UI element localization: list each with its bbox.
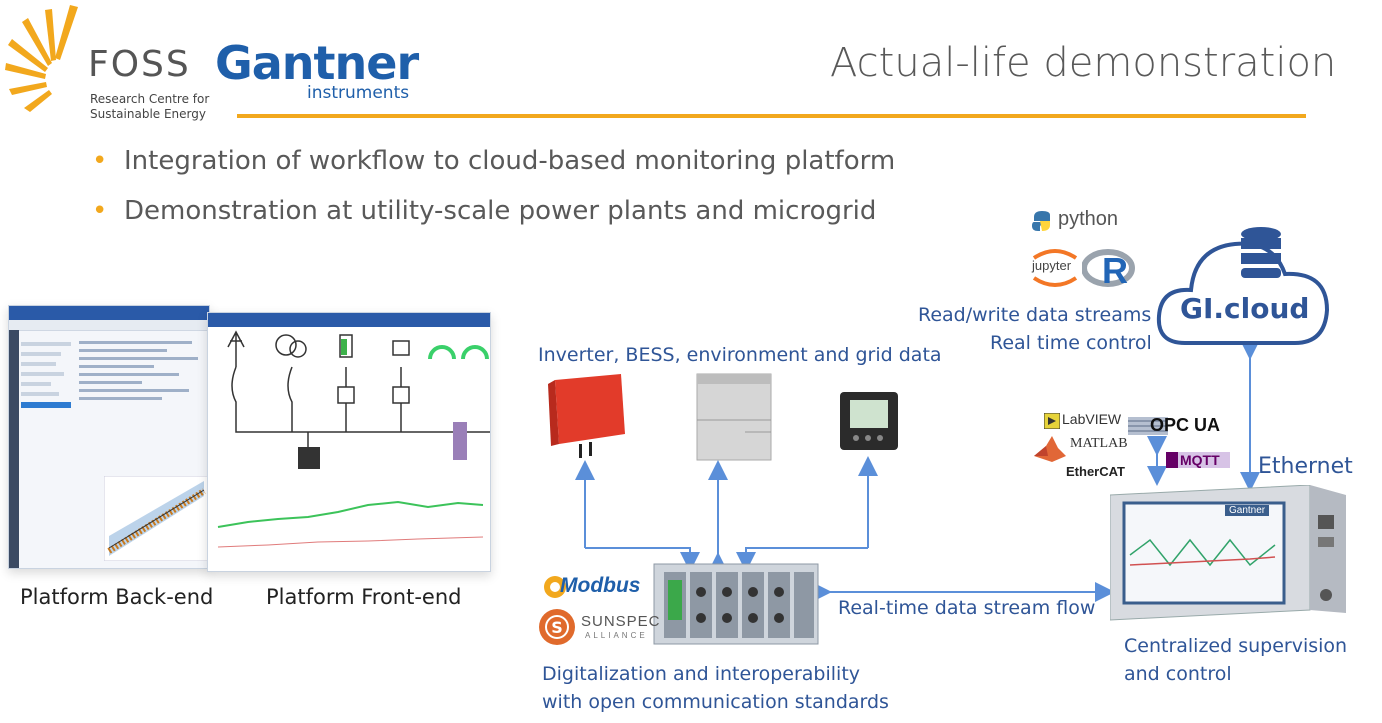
supervision-label-line1: Centralized supervision [1124, 635, 1348, 657]
cloud-icon [1156, 241, 1330, 345]
devices-label: Inverter, BESS, environment and grid dat… [538, 344, 942, 366]
matlab-peak-icon [1034, 436, 1066, 462]
r-logo: R [1081, 246, 1138, 292]
mqtt-logo: MQTT [1166, 450, 1230, 472]
ethernet-label: Ethernet [1258, 454, 1353, 479]
svg-text:S: S [551, 618, 563, 637]
labview-icon [1044, 413, 1060, 429]
inverter-image [548, 374, 625, 458]
opcua-text: OPC UA [1150, 415, 1221, 435]
opcua-pattern-icon [1128, 417, 1168, 435]
python-snake-icon [1032, 211, 1050, 231]
bullet-2: • Demonstration at utility-scale power pl… [92, 196, 876, 226]
matlab-text: MATLAB [1070, 436, 1128, 451]
sunspec-logo: S SUNSPEC ALLIANCE [537, 607, 687, 647]
dashboard-thumbnail [217, 330, 490, 548]
labview-logo: LabVIEW [1044, 411, 1126, 431]
sun-rays-icon [5, 5, 78, 112]
modbus-gear-icon [544, 576, 566, 598]
database-icon [1241, 227, 1281, 278]
modbus-text: Modbus [560, 574, 641, 597]
ethercat-logo: EtherCAT [1066, 464, 1125, 479]
python-text: python [1058, 208, 1119, 230]
jupyter-text: jupyter [1032, 258, 1072, 273]
gantner-logo: Gantner instruments [215, 36, 435, 106]
title-underline [237, 114, 1306, 118]
modbus-logo: Modbus [540, 572, 655, 604]
platform-backend-label: Platform Back-end [20, 585, 214, 609]
gantner-subtitle: instruments [307, 83, 410, 103]
controller-brand: Gantner [1225, 505, 1270, 516]
battery-storage-image [696, 373, 772, 461]
platform-backend-screenshot [8, 305, 210, 569]
cloud-name: GI.cloud [1180, 292, 1310, 325]
supervision-controller-image [1110, 485, 1346, 621]
gantner-name: Gantner [215, 36, 419, 90]
sunspec-subtext: ALLIANCE [585, 631, 648, 640]
platform-frontend-label: Platform Front-end [266, 585, 462, 609]
interop-label-line1: Digitalization and interoperability [542, 663, 861, 685]
mqtt-text: MQTT [1180, 452, 1220, 468]
r-text: R [1102, 250, 1128, 291]
foss-logo: FOSS Research Centre for Sustainable Ene… [0, 0, 220, 125]
labview-text: LabVIEW [1062, 411, 1122, 427]
platform-frontend-screenshot [207, 312, 491, 572]
scatter-plot-thumbnail [104, 476, 209, 561]
matlab-logo: MATLAB [1034, 434, 1134, 466]
page-title: Actual-life demonstration [830, 40, 1337, 86]
readwrite-label-line1: Read/write data streams [918, 304, 1152, 326]
bullet-1-text: Integration of workflow to cloud-based m… [124, 146, 896, 176]
sunspec-text: SUNSPEC [581, 613, 661, 630]
data-logger-image [653, 563, 819, 645]
foss-subtitle-1: Research Centre for [90, 92, 210, 106]
bullet-2-text: Demonstration at utility-scale power pla… [124, 196, 877, 226]
bullet-dot: • [92, 146, 108, 176]
jupyter-logo: jupyter [1030, 244, 1080, 290]
power-meter-image [840, 392, 898, 450]
mqtt-bars-icon [1166, 452, 1230, 468]
flow-label: Real-time data stream flow [838, 597, 1096, 619]
bullet-dot: • [92, 196, 108, 226]
jupyter-orbit-icon [1032, 249, 1078, 287]
foss-name: FOSS [88, 44, 191, 85]
sunspec-emblem-icon: S [539, 609, 575, 645]
r-ring-icon [1081, 249, 1135, 287]
supervision-label-line2: and control [1124, 663, 1232, 685]
opcua-logo: OPC UA [1128, 415, 1223, 439]
readwrite-label-line2: Real time control [990, 332, 1152, 354]
foss-subtitle-2: Sustainable Energy [90, 107, 206, 121]
bullet-1: • Integration of workflow to cloud-based … [92, 146, 895, 176]
interop-label-line2: with open communication standards [542, 691, 889, 713]
python-logo: python [1030, 206, 1140, 236]
